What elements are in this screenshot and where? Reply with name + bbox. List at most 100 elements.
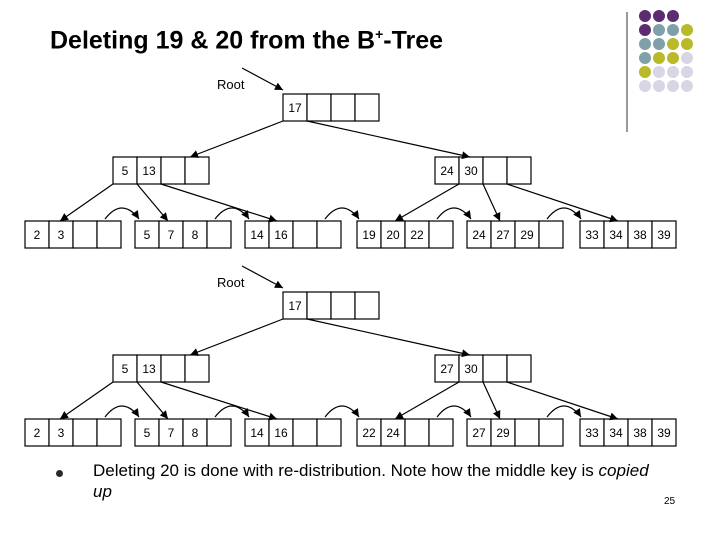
node-slot <box>507 355 531 382</box>
node-slot <box>539 419 563 446</box>
node-key: 7 <box>168 228 175 242</box>
child-pointer <box>60 382 113 419</box>
node-key: 33 <box>585 426 599 440</box>
child-pointer <box>161 184 277 221</box>
node-key: 39 <box>657 228 671 242</box>
node-slot <box>293 221 317 248</box>
node-slot <box>207 419 231 446</box>
node-key: 16 <box>274 228 288 242</box>
node-key: 5 <box>122 164 129 178</box>
child-pointer <box>395 184 459 221</box>
leaf-node: 23 <box>25 419 121 446</box>
leaf-node: 5 7 8 <box>135 221 231 248</box>
node-slot <box>317 221 341 248</box>
node-slot <box>185 355 209 382</box>
node-key: 34 <box>609 426 623 440</box>
node-slot <box>483 355 507 382</box>
node-key: 7 <box>168 426 175 440</box>
node-key: 29 <box>520 228 534 242</box>
node-slot <box>97 419 121 446</box>
node-key: 17 <box>288 101 302 115</box>
node-slot <box>73 419 97 446</box>
node-slot <box>293 419 317 446</box>
page-number: 25 <box>664 496 675 507</box>
child-pointer <box>190 319 283 355</box>
leaf-node: 27 29 <box>467 419 563 446</box>
node-slot <box>515 419 539 446</box>
leaf-node: 22 24 <box>357 419 453 446</box>
child-pointer <box>395 382 459 419</box>
node-slot <box>317 419 341 446</box>
node-key: 14 <box>250 228 264 242</box>
node-key: 5 <box>144 228 151 242</box>
child-pointer <box>507 382 618 419</box>
node-key: 38 <box>633 228 647 242</box>
child-pointer <box>507 184 618 221</box>
node-key: 5 <box>144 426 151 440</box>
pointer-arrowhead <box>60 213 69 221</box>
node-slot <box>429 419 453 446</box>
child-pointer <box>60 184 113 221</box>
node-slot <box>405 419 429 446</box>
pointer-arrowhead <box>60 411 69 419</box>
node-slot <box>355 292 379 319</box>
node-key: 16 <box>274 426 288 440</box>
node-slot <box>161 157 185 184</box>
node-key: 19 <box>362 228 376 242</box>
child-pointer <box>307 319 470 355</box>
node-key: 30 <box>464 362 478 376</box>
node-key: 34 <box>609 228 623 242</box>
node-key: 3 <box>58 228 65 242</box>
leaf-node: 5 7 8 <box>135 419 231 446</box>
pointer-arrowhead <box>609 215 618 223</box>
node-slot <box>331 292 355 319</box>
leaf-node: 33 34 38 39 <box>580 221 676 248</box>
node-key: 27 <box>440 362 454 376</box>
leaf-node: 192022 <box>357 221 453 248</box>
node-key: 38 <box>633 426 647 440</box>
child-pointer <box>190 121 283 157</box>
leaf-node: 242729 <box>467 221 563 248</box>
root-label: Root <box>217 77 245 92</box>
node-key: 13 <box>142 164 156 178</box>
node-key: 24 <box>386 426 400 440</box>
node-slot <box>307 292 331 319</box>
node-key: 29 <box>496 426 510 440</box>
node-key: 20 <box>386 228 400 242</box>
child-pointer <box>161 382 277 419</box>
root-node: 17 <box>283 292 379 319</box>
node-slot <box>331 94 355 121</box>
node-key: 33 <box>585 228 599 242</box>
node-key: 39 <box>657 426 671 440</box>
node-slot <box>355 94 379 121</box>
node-key: 8 <box>192 228 199 242</box>
node-slot <box>307 94 331 121</box>
node-key: 22 <box>362 426 376 440</box>
node-key: 3 <box>58 426 65 440</box>
node-key: 2 <box>34 228 41 242</box>
bullet-icon <box>56 470 63 477</box>
node-key: 27 <box>496 228 510 242</box>
child-pointer <box>307 121 470 157</box>
node-slot <box>73 221 97 248</box>
root-label: Root <box>217 275 245 290</box>
bullet-text: Deleting 20 is done with re-distribution… <box>93 461 599 480</box>
bullet-note: Deleting 20 is done with re-distribution… <box>93 460 653 502</box>
node-slot <box>507 157 531 184</box>
node-key: 27 <box>472 426 486 440</box>
node-slot <box>429 221 453 248</box>
node-key: 8 <box>192 426 199 440</box>
node-key: 17 <box>288 299 302 313</box>
node-key: 14 <box>250 426 264 440</box>
leaf-node: 33 34 38 39 <box>580 419 676 446</box>
node-key: 24 <box>440 164 454 178</box>
node-slot <box>185 157 209 184</box>
node-slot <box>97 221 121 248</box>
inner-node-right: 27 30 <box>435 355 531 382</box>
inner-node-left: 5 13 <box>113 157 209 184</box>
root-node: 17 <box>283 94 379 121</box>
